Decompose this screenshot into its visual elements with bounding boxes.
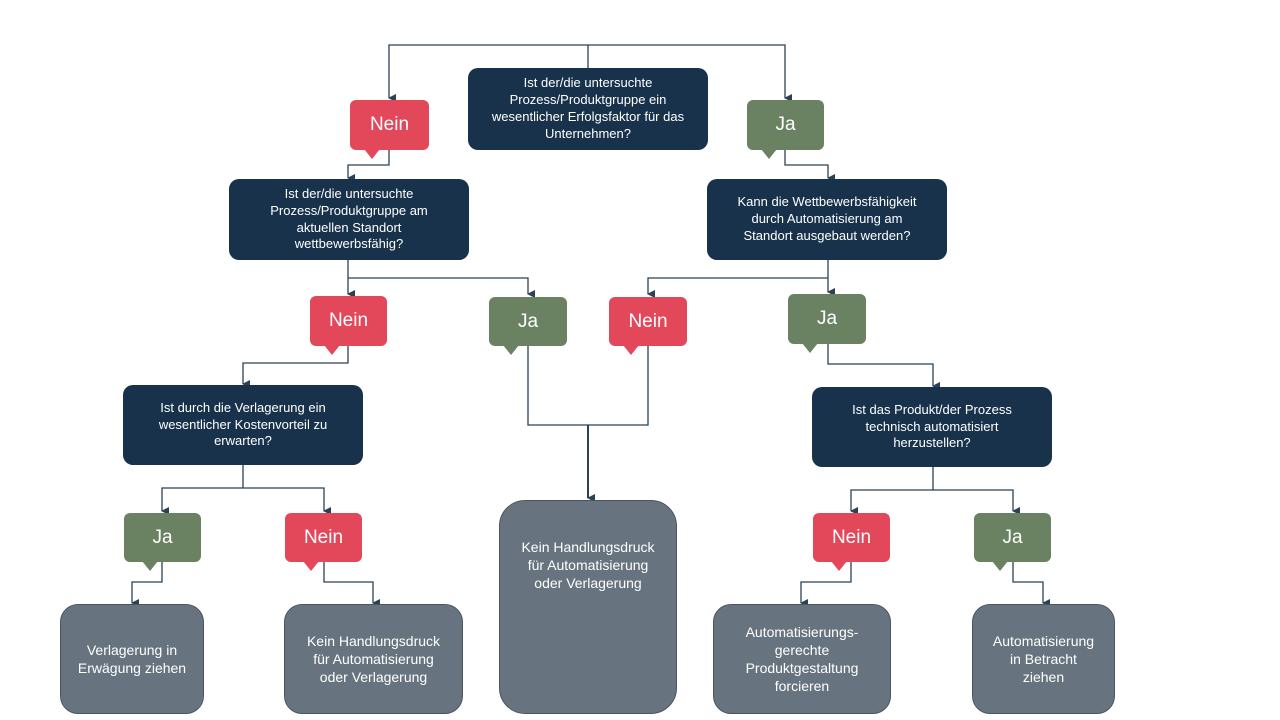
result-verlagerung-text: Verlagerung in Erwägung ziehen bbox=[77, 641, 187, 676]
bubble-tail bbox=[324, 345, 340, 355]
result-kein-handlungsdruck-mitte-text: Kein Handlungsdruck für Automatisierung … bbox=[521, 538, 655, 592]
answer-label: Ja bbox=[152, 526, 173, 548]
answer-nein-q3: Nein bbox=[609, 297, 687, 355]
question-wettbewerbsfaehig-text: Ist der/die untersuchte Prozess/Produktg… bbox=[270, 185, 428, 252]
result-kein-handlungsdruck-mitte: Kein Handlungsdruck für Automatisierung … bbox=[499, 500, 677, 714]
connector-q5-yes bbox=[933, 489, 1020, 515]
connector-q1-yes bbox=[588, 44, 792, 102]
answer-label: Nein bbox=[369, 114, 410, 135]
answer-label: Ja bbox=[1002, 526, 1023, 548]
bubble-tail bbox=[802, 343, 818, 353]
answer-nein-q2: Nein bbox=[310, 296, 387, 355]
bubble-tail bbox=[303, 561, 319, 571]
question-technisch-automatisiert: Ist das Produkt/der Prozess technisch au… bbox=[812, 387, 1052, 467]
bubble-tail bbox=[623, 345, 639, 355]
result-produktgestaltung: Automatisierungs- gerechte Produktgestal… bbox=[713, 604, 891, 714]
connector-mid-nein bbox=[588, 346, 649, 426]
connector-mid-ja bbox=[527, 346, 588, 426]
answer-ja-q4: Ja bbox=[124, 513, 201, 571]
question-automatisierung-ausbau: Kann die Wettbewerbsfähigkeit durch Auto… bbox=[707, 179, 947, 260]
answer-nein-q5: Nein bbox=[813, 513, 890, 571]
answer-ja-q2: Ja bbox=[489, 297, 567, 355]
answer-nein-q1: Nein bbox=[350, 100, 429, 159]
answer-ja-q5: Ja bbox=[974, 513, 1051, 571]
result-kein-handlungsdruck-links-text: Kein Handlungsdruck für Automatisierung … bbox=[306, 632, 441, 686]
question-technisch-automatisiert-text: Ist das Produkt/der Prozess technisch au… bbox=[852, 401, 1012, 451]
question-kostenvorteil: Ist durch die Verlagerung ein wesentlich… bbox=[123, 385, 363, 465]
result-automatisierung: Automatisierung in Betracht ziehen bbox=[972, 604, 1115, 714]
result-kein-handlungsdruck-links: Kein Handlungsdruck für Automatisierung … bbox=[284, 604, 463, 714]
answer-label: Ja bbox=[816, 308, 838, 329]
answer-label: Nein bbox=[628, 310, 668, 332]
question-erfolgsfaktor: Ist der/die untersuchte Prozess/Produktg… bbox=[468, 68, 708, 150]
result-verlagerung: Verlagerung in Erwägung ziehen bbox=[60, 604, 204, 714]
connector-ja-r5 bbox=[1012, 562, 1050, 607]
connector-no-q4 bbox=[242, 346, 349, 388]
answer-label: Ja bbox=[517, 310, 539, 332]
answer-label: Ja bbox=[775, 114, 796, 135]
connector-q5-no bbox=[850, 489, 933, 515]
answer-label: Nein bbox=[303, 526, 344, 548]
bubble-tail bbox=[503, 345, 519, 355]
connector-q1-no bbox=[388, 44, 588, 102]
question-kostenvorteil-text: Ist durch die Verlagerung ein wesentlich… bbox=[158, 399, 328, 449]
result-automatisierung-text: Automatisierung in Betracht ziehen bbox=[992, 632, 1095, 686]
bubble-tail bbox=[761, 149, 777, 159]
connector-q4-yes bbox=[161, 487, 243, 515]
connector-no-q2 bbox=[347, 150, 390, 182]
connector-yes-q5 bbox=[827, 344, 940, 390]
connector-ja-r1 bbox=[131, 562, 163, 607]
connector-nein-r2 bbox=[323, 562, 380, 607]
connector-nein-r4 bbox=[800, 562, 852, 607]
bubble-tail bbox=[142, 561, 158, 571]
question-erfolgsfaktor-text: Ist der/die untersuchte Prozess/Produktg… bbox=[491, 75, 685, 141]
answer-nein-q4: Nein bbox=[285, 513, 362, 571]
result-produktgestaltung-text: Automatisierungs- gerechte Produktgestal… bbox=[745, 623, 859, 695]
connector-q3-no bbox=[647, 277, 828, 298]
question-automatisierung-ausbau-text: Kann die Wettbewerbsfähigkeit durch Auto… bbox=[737, 194, 917, 243]
answer-label: Nein bbox=[328, 310, 369, 331]
connector-q4-no bbox=[243, 487, 331, 515]
connector-q2-yes bbox=[348, 277, 535, 298]
answer-ja-q3: Ja bbox=[788, 294, 866, 353]
bubble-tail bbox=[992, 561, 1008, 571]
bubble-tail bbox=[831, 561, 847, 571]
answer-label: Nein bbox=[831, 526, 872, 548]
answer-ja-q1: Ja bbox=[747, 100, 824, 159]
bubble-tail bbox=[364, 149, 380, 159]
connector-yes-q3 bbox=[784, 150, 835, 182]
question-wettbewerbsfaehig: Ist der/die untersuchte Prozess/Produktg… bbox=[229, 179, 469, 260]
